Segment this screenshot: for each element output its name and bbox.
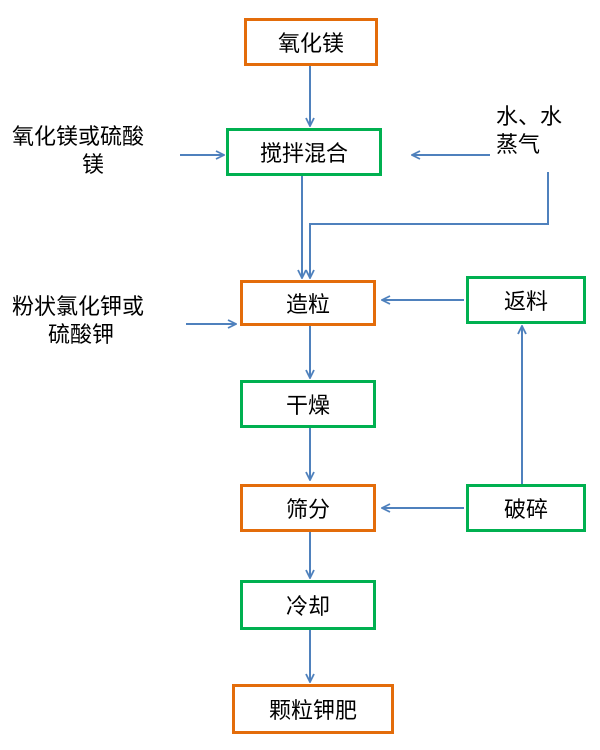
- node-screen: 筛分: [240, 484, 376, 532]
- node-dry: 干燥: [240, 380, 376, 428]
- node-granulate: 造粒: [240, 280, 376, 326]
- node-crush: 破碎: [466, 484, 586, 532]
- node-cool: 冷却: [240, 580, 376, 630]
- input-mg-source-line1: 氧化镁或硫酸: [12, 125, 145, 150]
- node-dry-label: 干燥: [285, 394, 330, 419]
- node-return-label: 返料: [503, 290, 548, 315]
- node-cool-label: 冷却: [285, 595, 330, 620]
- node-return: 返料: [466, 276, 586, 324]
- node-product-label: 颗粒钾肥: [268, 699, 357, 724]
- node-product: 颗粒钾肥: [232, 684, 394, 734]
- node-mix: 搅拌混合: [226, 128, 382, 176]
- input-mg-source-line2: 镁: [82, 153, 105, 178]
- node-crush-label: 破碎: [503, 498, 548, 523]
- input-k-source-line2: 硫酸钾: [48, 323, 115, 348]
- input-water-line2: 蒸气: [496, 133, 541, 158]
- node-mix-label: 搅拌混合: [259, 142, 348, 167]
- input-water-line1: 水、水: [496, 105, 563, 130]
- input-k-source: 粉状氯化钾或 硫酸钾: [12, 294, 144, 350]
- node-mgo-label: 氧化镁: [277, 32, 344, 57]
- input-water: 水、水 蒸气: [496, 104, 562, 160]
- input-k-source-line1: 粉状氯化钾或: [12, 295, 145, 320]
- node-mgo: 氧化镁: [244, 18, 378, 66]
- arrow-water-to-granulate: [310, 172, 549, 278]
- input-mg-source: 氧化镁或硫酸 镁: [12, 124, 144, 180]
- node-screen-label: 筛分: [285, 498, 330, 523]
- node-granulate-label: 造粒: [285, 293, 330, 318]
